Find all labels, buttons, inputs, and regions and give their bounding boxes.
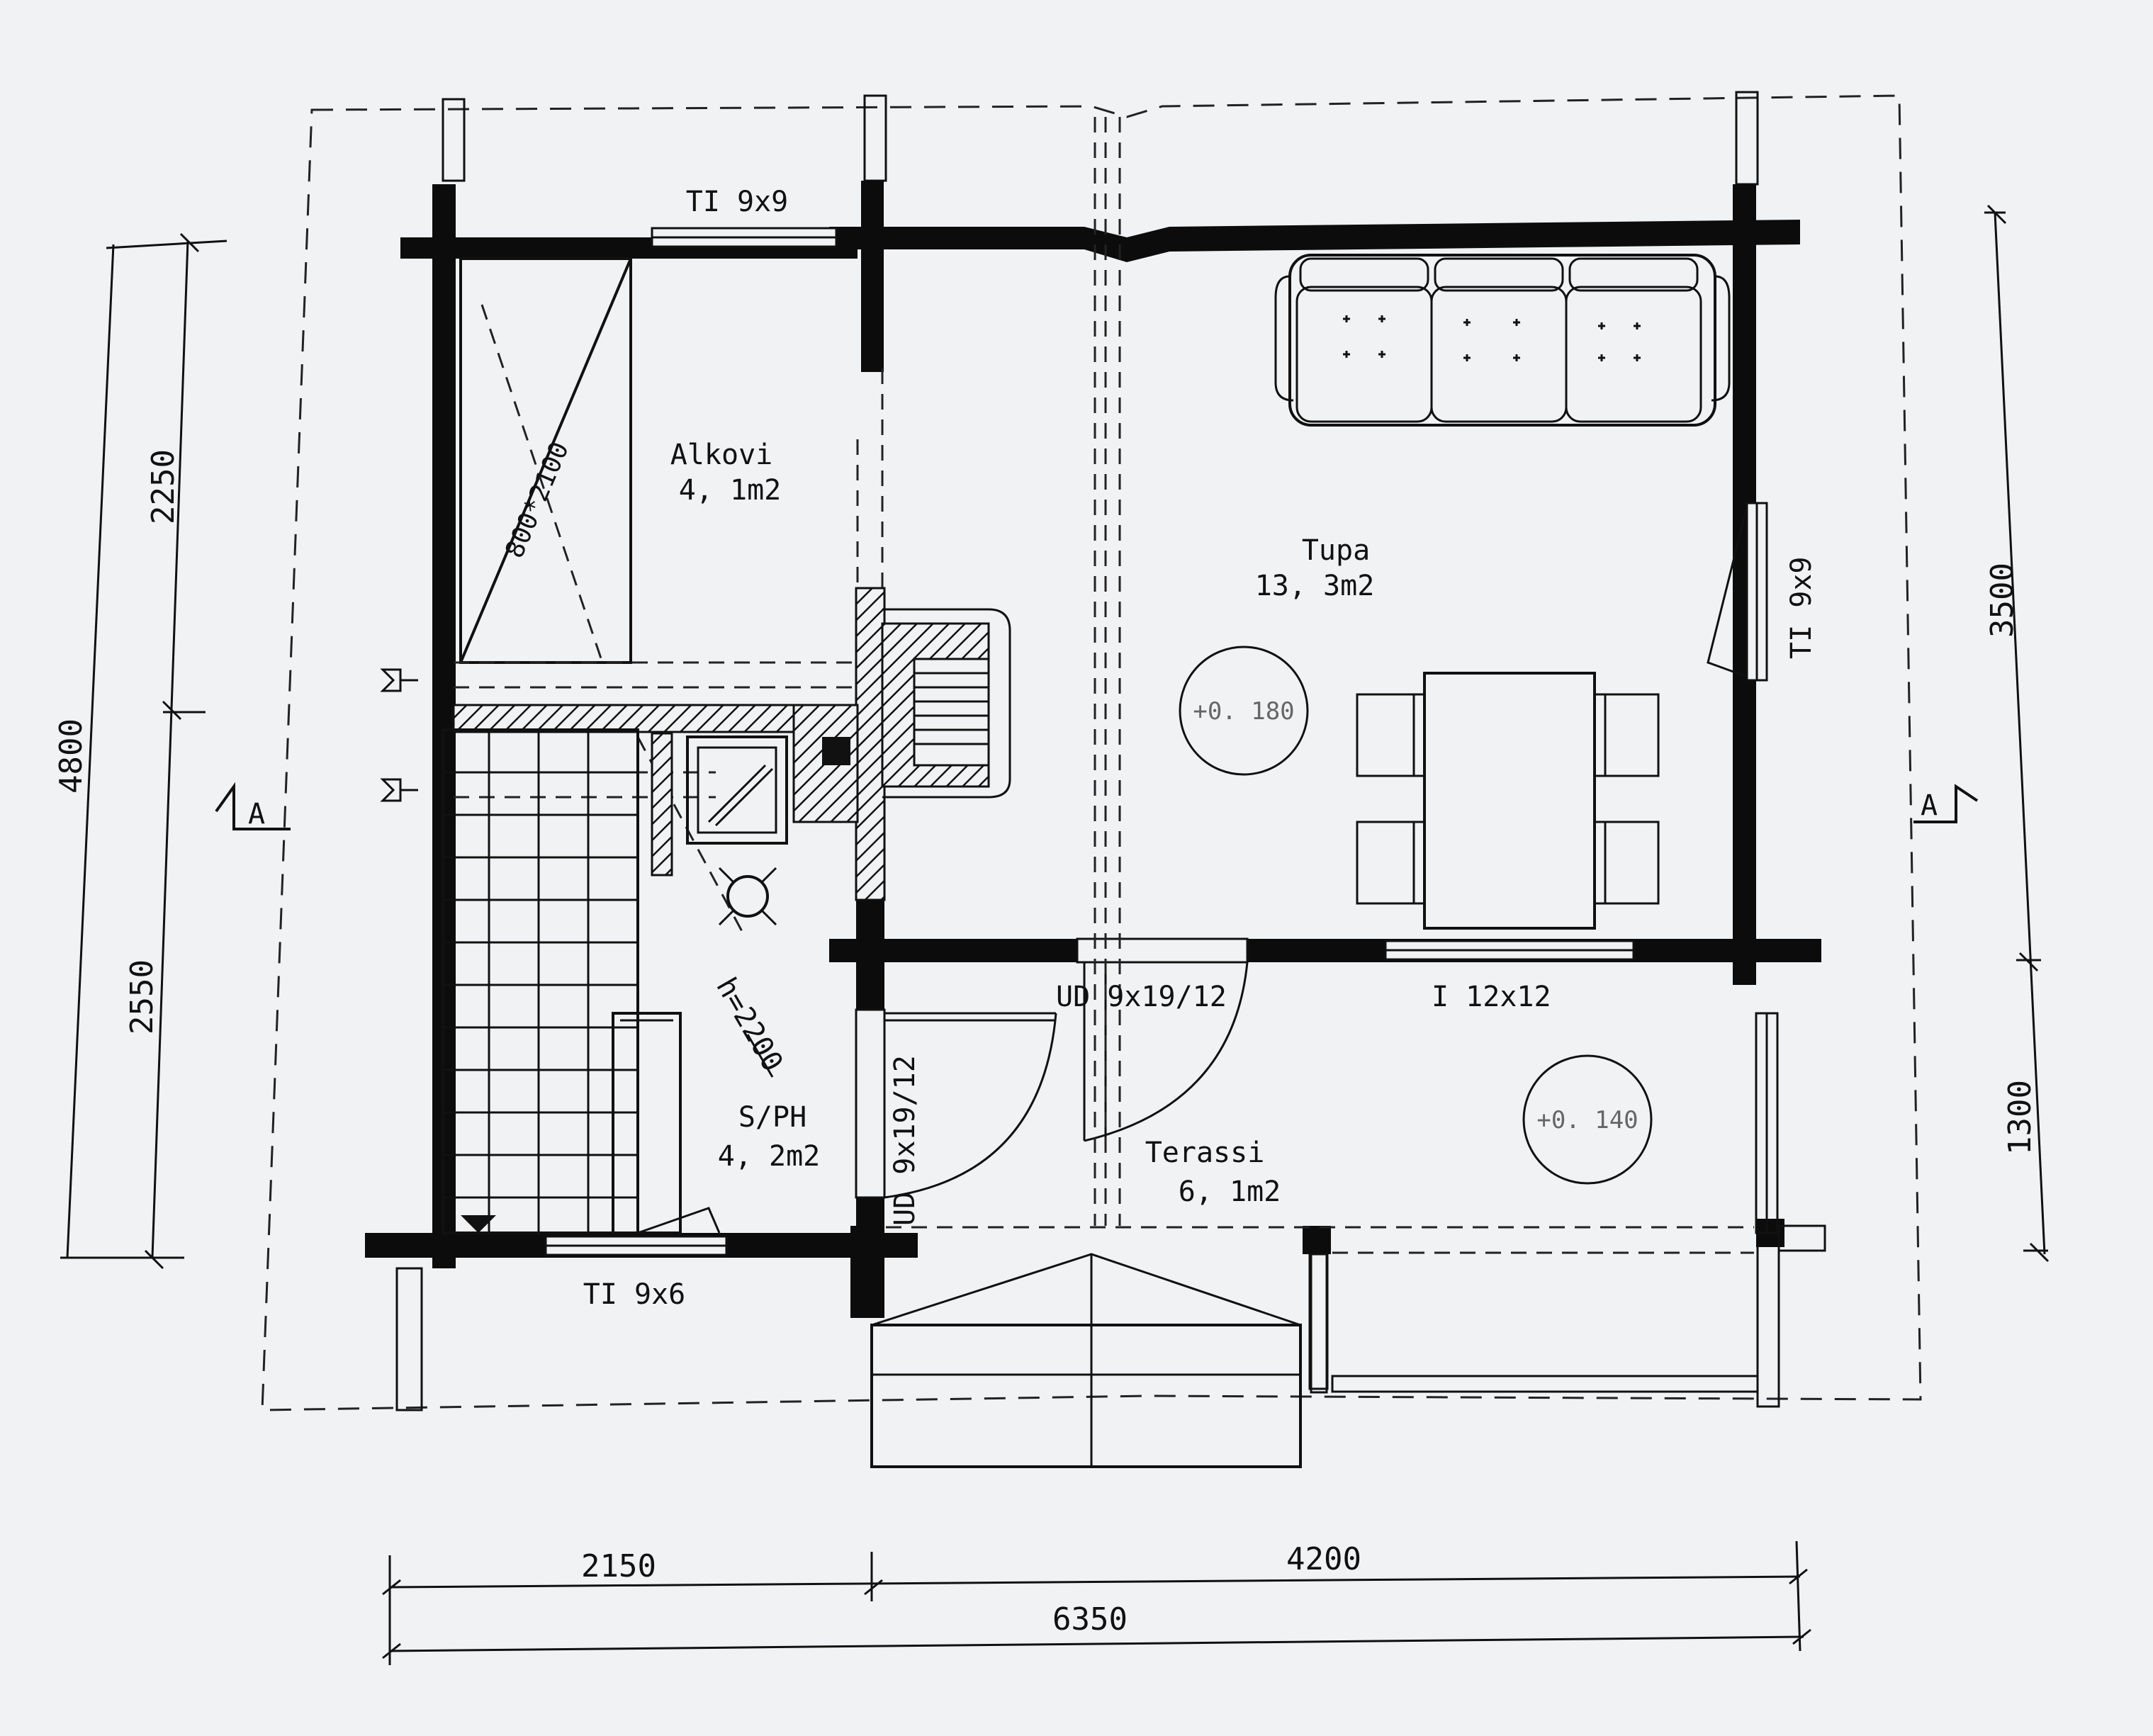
window-terrace-label: I 12x12 <box>1432 981 1551 1013</box>
dimension-right-upper: 3500 <box>1984 563 2020 638</box>
bed-size-label: 800*2100 <box>500 438 575 563</box>
room-area-alkovi: 4, 1m2 <box>679 474 782 507</box>
sofa <box>1274 254 1731 427</box>
section-label-left: A <box>248 798 265 830</box>
entrance-steps <box>870 1253 1302 1468</box>
door-sph <box>855 1008 1057 1199</box>
light-fixture-icon <box>718 867 777 926</box>
room-area-terassi: 6, 1m2 <box>1179 1176 1281 1208</box>
room-name-terassi: Terassi <box>1145 1137 1265 1169</box>
door-sph-label: UD 9x19/12 <box>889 1055 921 1226</box>
dimension-left-lower: 2550 <box>124 959 160 1035</box>
window-right <box>1707 502 1768 682</box>
window-terrace <box>1384 940 1635 961</box>
room-name-sph: S/PH <box>738 1101 806 1134</box>
door-tupa <box>1076 937 1249 1142</box>
section-marker-right <box>1913 784 1979 823</box>
dimension-left-upper: 2250 <box>145 449 181 524</box>
elevation-label-tupa: +0. 180 <box>1193 697 1294 726</box>
dimension-left-total: 4800 <box>53 718 89 794</box>
outlet-icon <box>380 668 418 802</box>
dimension-bottom-left: 2150 <box>581 1548 656 1584</box>
room-area-tupa: 13, 3m2 <box>1255 570 1375 602</box>
dimension-right-lower: 1300 <box>2002 1080 2038 1155</box>
window-bottom <box>544 1235 728 1256</box>
elevation-marker-terassi <box>1522 1054 1653 1185</box>
window-top-label: TI 9x9 <box>686 186 789 218</box>
ceiling-height-label: h=2200 <box>709 972 789 1077</box>
walls <box>365 181 1821 1318</box>
elevation-label-terassi: +0. 140 <box>1536 1106 1638 1134</box>
dimension-lines-left <box>60 232 227 1270</box>
section-label-right: A <box>1921 789 1938 822</box>
dimension-bottom-right: 4200 <box>1286 1541 1361 1577</box>
window-top <box>651 227 838 248</box>
window-bottom-label: TI 9x6 <box>583 1278 686 1311</box>
ceiling-height-leader <box>746 1034 774 1078</box>
dimension-lines-bottom <box>382 1540 1811 1665</box>
room-name-alkovi: Alkovi <box>670 439 773 471</box>
roof-outline <box>261 94 1922 1411</box>
elevation-marker-tupa <box>1179 646 1309 776</box>
dimension-lines-right <box>1984 204 2050 1263</box>
dimension-bottom-total: 6350 <box>1052 1601 1128 1638</box>
fireplace <box>452 587 1011 901</box>
door-tupa-label: UD 9x19/12 <box>1056 981 1227 1013</box>
terrace-rails <box>1308 1012 1826 1393</box>
section-marker-left <box>215 782 291 830</box>
staircase <box>442 728 721 1234</box>
room-area-sph: 4, 2m2 <box>718 1140 821 1173</box>
dining-table <box>1356 672 1660 930</box>
room-name-tupa: Tupa <box>1302 534 1370 567</box>
window-right-label: TI 9x9 <box>1785 557 1818 660</box>
